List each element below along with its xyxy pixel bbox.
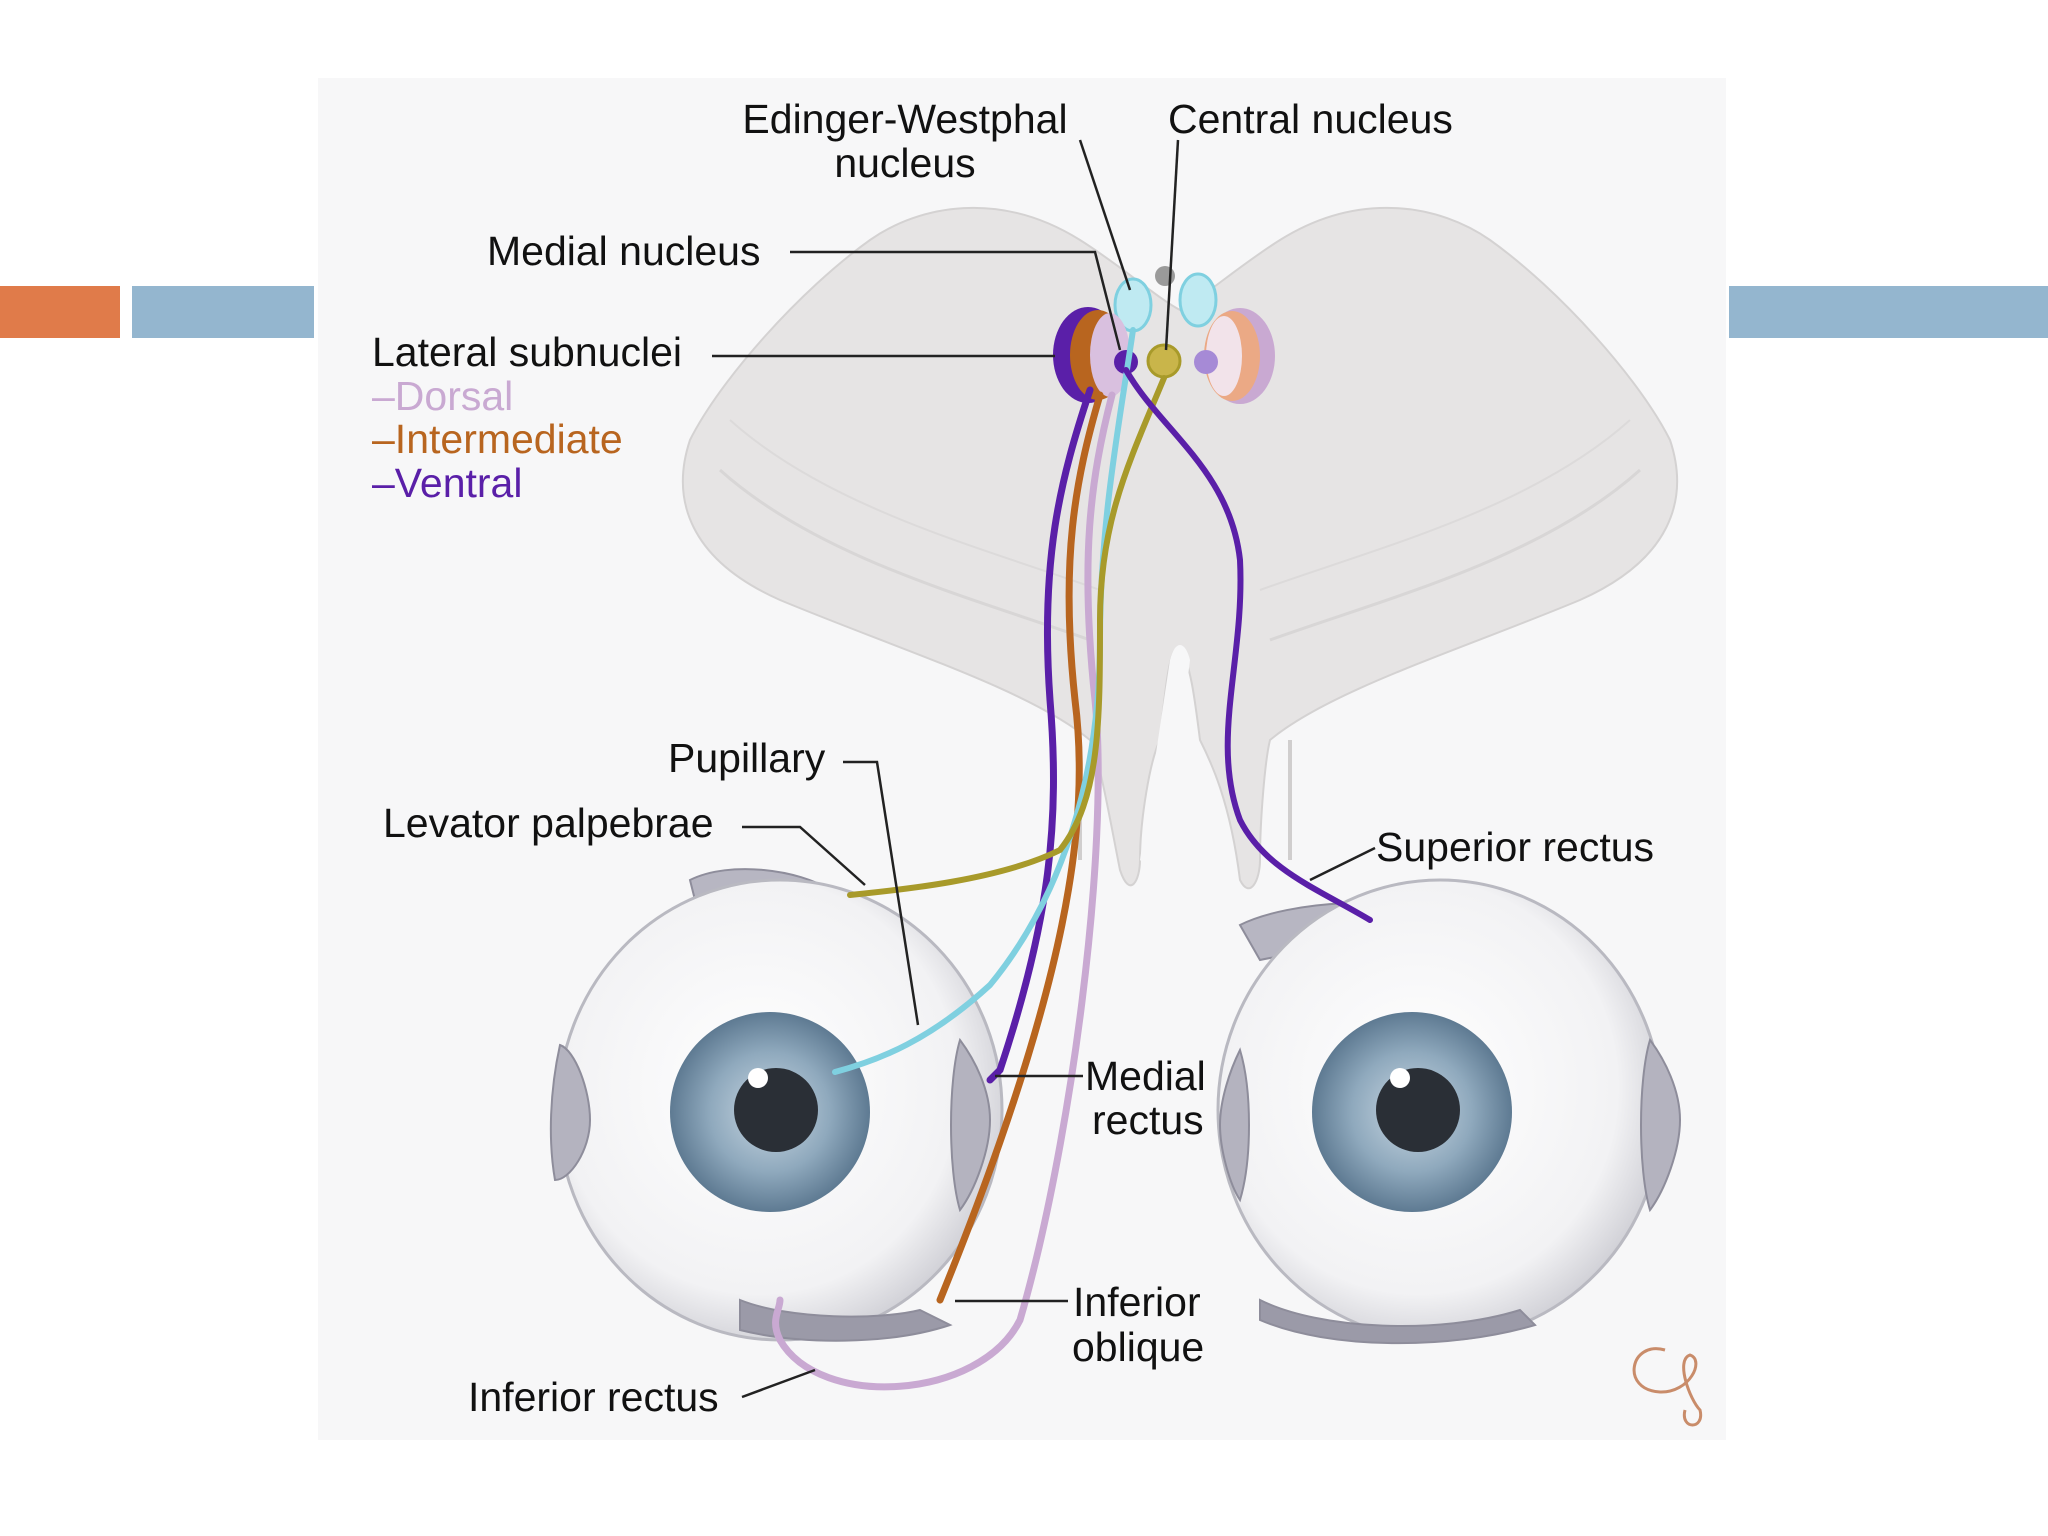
right-eyeball: [1216, 878, 1682, 1345]
edinger-westphal-nucleus-right: [1178, 272, 1218, 328]
diagram-labels: Edinger-Westphal nucleus Central nucleus…: [372, 96, 1654, 1420]
levator-fiber: [847, 375, 1167, 898]
left-pupil: [734, 1068, 818, 1152]
intermediate-fiber: [936, 391, 1104, 1304]
artist-signature: [1632, 1347, 1703, 1427]
superior-rectus-fiber: [1123, 367, 1373, 923]
label-pupillary: Pupillary: [668, 735, 826, 781]
central-nucleus: [1146, 343, 1182, 379]
label-dorsal: –Dorsal: [372, 373, 513, 419]
label-inferior-oblique-line1: Inferior: [1073, 1279, 1201, 1325]
label-lateral-subnuclei: Lateral subnuclei: [372, 329, 682, 375]
label-inferior-rectus: Inferior rectus: [468, 1374, 719, 1420]
blue-accent-bar-right: [1729, 286, 2048, 338]
label-edinger-westphal-line2: nucleus: [834, 140, 975, 186]
label-edinger-westphal-line1: Edinger-Westphal: [742, 96, 1067, 142]
label-medial-rectus-line2: rectus: [1092, 1097, 1204, 1143]
nuclei-group: [1053, 266, 1275, 404]
label-medial-nucleus: Medial nucleus: [487, 228, 761, 274]
orange-accent-bar: [0, 286, 120, 338]
nerve-fibers: [772, 327, 1373, 1391]
ventral-fiber: [986, 386, 1094, 1084]
label-superior-rectus: Superior rectus: [1376, 824, 1654, 870]
lateral-subnuclei-left: [1053, 307, 1130, 403]
label-levator-palpebrae: Levator palpebrae: [383, 800, 714, 846]
label-ventral: –Ventral: [372, 460, 522, 506]
right-pupil: [1376, 1068, 1460, 1152]
pupillary-fiber: [832, 327, 1136, 1075]
leader-lines: [712, 139, 1376, 1399]
lateral-subnuclei-right: [1194, 308, 1275, 404]
dorsal-fiber: [772, 391, 1116, 1391]
label-medial-rectus-line1: Medial: [1085, 1053, 1206, 1099]
label-intermediate: –Intermediate: [372, 416, 623, 462]
midline-dot: [1155, 266, 1175, 286]
label-central-nucleus: Central nucleus: [1168, 96, 1453, 142]
label-inferior-oblique-line2: oblique: [1072, 1324, 1204, 1370]
brainstem-section: [682, 206, 1678, 890]
blue-accent-bar-left: [132, 286, 314, 338]
